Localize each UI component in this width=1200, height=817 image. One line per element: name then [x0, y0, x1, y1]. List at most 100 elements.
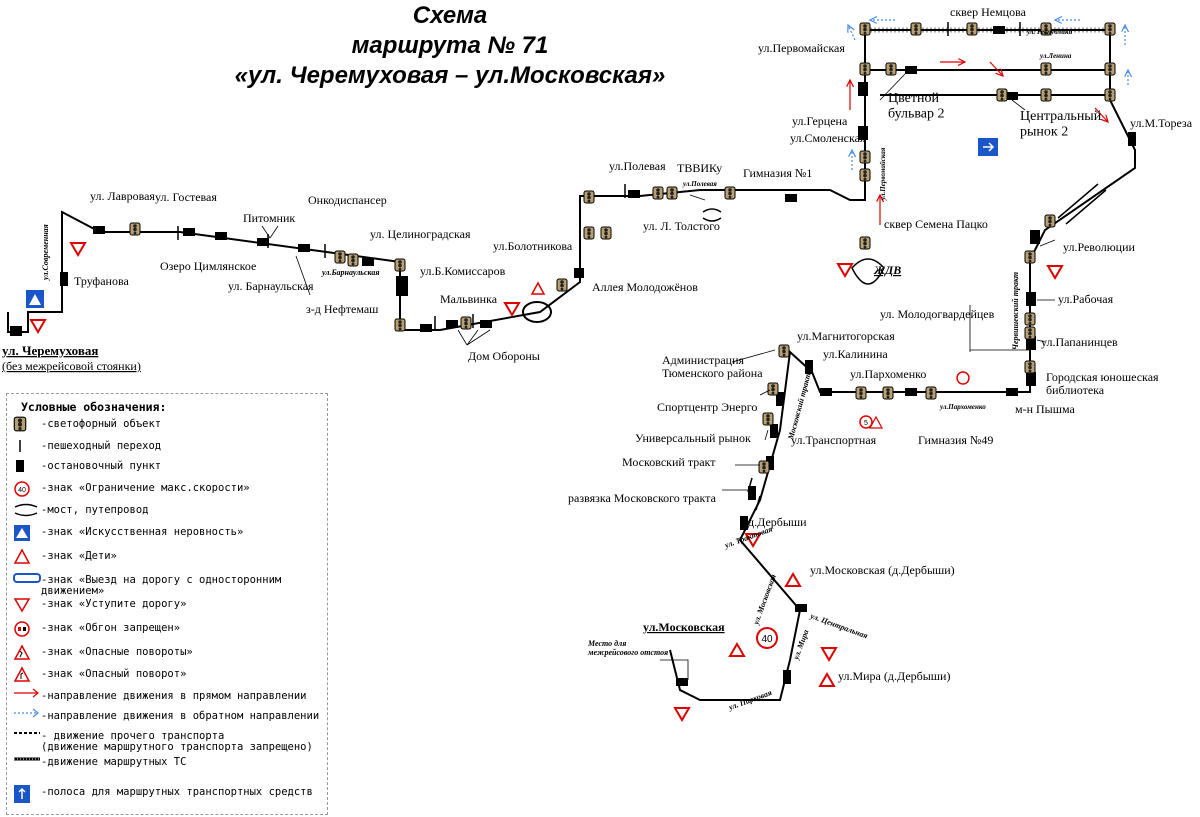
- label-centralnaya: ул. Центральная: [808, 611, 869, 640]
- legend-item: -полоса для маршрутных транспортных сред…: [7, 784, 327, 806]
- one-way-icon: [13, 572, 43, 594]
- label-tolstogo: ул. Л. Толстого: [643, 219, 720, 233]
- legend-item-label: -знак «Искусственная неровность»: [41, 526, 244, 538]
- legend-item-label: -мост, путепровод: [41, 504, 149, 516]
- label-pervomayskaya: ул.Первомайская: [758, 41, 845, 55]
- legend-item-label: -знак «Выезд на дорогу с односторонним д…: [41, 574, 282, 597]
- speed-limit-icon: 40: [13, 480, 43, 502]
- pedestrian-crossings: [177, 22, 1021, 330]
- legend-item: -направление движения в прямом направлен…: [7, 688, 327, 710]
- label-kalinina: ул.Калинина: [823, 347, 888, 361]
- dangerous-turn-icon: [13, 666, 43, 688]
- title-line-2: маршрута № 71: [351, 32, 549, 59]
- label-papanincev: ул.Папанинцев: [1041, 335, 1118, 349]
- zhdv-loop: [851, 258, 885, 285]
- label-malvinka: Мальвинка: [440, 292, 498, 306]
- label-komissarov: ул.Б.Комиссаров: [420, 264, 506, 278]
- label-sovremennaya: ул.Современная: [41, 224, 50, 281]
- speed-limit-value: 40: [761, 634, 773, 645]
- label-no-stop: (без межрейсовой стоянки): [2, 359, 141, 373]
- label-sportcentr: Спортцентр Энерго: [657, 400, 757, 414]
- legend-item-label: -знак «Уступите дорогу»: [41, 598, 187, 610]
- legend-item: -знак «Опасные повороты»: [7, 644, 327, 666]
- legend-item: -знак «Дети»: [7, 548, 327, 570]
- label-lavrovaya: ул. Лавровая: [90, 189, 155, 203]
- legend-item: -знак «Обгон запрещен»: [7, 620, 327, 642]
- label-moskovskaya-derb: ул.Московская (д.Дербыши): [810, 563, 955, 577]
- legend-item-label: - движение прочего транспорта (движение …: [41, 730, 313, 753]
- stops: [10, 26, 1136, 686]
- legend-item: - движение прочего транспорта (движение …: [7, 728, 327, 753]
- children-icon: [13, 548, 43, 570]
- title-line-3: «ул. Черемуховая – ул.Московская»: [234, 62, 666, 89]
- label-revolyucii: ул.Революции: [1063, 240, 1136, 254]
- label-skver-nemcova: сквер Немцова: [950, 5, 1027, 19]
- label-skver-packo: сквер Семена Пацко: [884, 217, 988, 231]
- crossing-icon: [13, 438, 43, 460]
- legend-item-label: -полоса для маршрутных транспортных сред…: [41, 786, 313, 798]
- yield-icon: [13, 596, 43, 618]
- legend-item-label: -остановочный пункт: [41, 460, 162, 472]
- label-gimnaziya1: Гимназия №1: [743, 166, 812, 180]
- label-barnaulskaya-street: ул.Барнаульская: [321, 268, 379, 277]
- legend-item-label: -знак «Опасный поворот»: [41, 668, 187, 680]
- label-celinogradskaya: ул. Целиноградская: [370, 227, 471, 241]
- bridge-symbol: [702, 208, 722, 222]
- legend-item-label: -знак «Обгон запрещен»: [41, 622, 181, 634]
- dashed-line-icon: [13, 728, 43, 750]
- label-derbyshi: д.Дербыши: [748, 515, 807, 529]
- label-toreza: ул.М.Тореза: [1130, 116, 1193, 130]
- dangerous-turn-sign: [868, 415, 884, 429]
- legend-item-label: -пешеходный переход: [41, 440, 162, 452]
- bus-lane-icon: [13, 784, 43, 806]
- speed-limit-value-5: 5: [864, 420, 868, 427]
- legend-item: -пешеходный переход: [7, 438, 327, 460]
- label-univ-rynok: Универсальный рынок: [635, 431, 751, 445]
- label-gimnaziya49: Гимназия №49: [918, 433, 993, 447]
- turn-loop: [522, 301, 552, 323]
- legend-item: -остановочный пункт: [7, 458, 327, 480]
- speed-limit-icon-small-2: [859, 415, 873, 429]
- label-dom-oborony: Дом Обороны: [468, 349, 540, 363]
- label-gercena: ул.Герцена: [792, 114, 848, 128]
- forward-arrow-icon: [13, 688, 43, 710]
- overpass-lines: [1057, 183, 1107, 225]
- legend-item-label: -знак «Дети»: [41, 550, 117, 562]
- label-parhomenko-stop: ул.Пархоменко: [850, 367, 926, 381]
- legend-item-label: -светофорный объект: [41, 418, 162, 430]
- legend-item: -движение маршрутных ТС: [7, 754, 327, 776]
- label-mosk-trakt: Московский тракт: [622, 455, 716, 469]
- label-moskovskaya-street: ул. Московская: [751, 573, 778, 627]
- bump-icon: [13, 524, 43, 546]
- legend-title: Условные обозначения:: [21, 400, 167, 414]
- label-onkodispanser: Онкодиспансер: [308, 193, 387, 207]
- legend-item: -знак «Опасный поворот»: [7, 666, 327, 688]
- label-parhomenko-street: ул.Пархоменко: [939, 403, 986, 411]
- traffic-light-icon: [13, 416, 43, 438]
- special-signs: [26, 138, 998, 429]
- label-trufanova: Труфанова: [74, 274, 129, 288]
- legend: Условные обозначения: -светофорный объек…: [6, 393, 328, 815]
- label-gostevaya: ул. Гостевая: [155, 190, 217, 204]
- label-magnitogorskaya: ул.Магнитогорская: [797, 329, 895, 343]
- label-razvyazka: развязка Московского тракта: [568, 491, 717, 505]
- route-line-icon: [13, 754, 43, 776]
- dangerous-turns-icon: [13, 644, 43, 666]
- legend-item: 40-знак «Ограничение макс.скорости»: [7, 480, 327, 502]
- legend-item: -знак «Искусственная неровность»: [7, 524, 327, 546]
- label-cheremuhovaya: ул. Черемуховая: [2, 343, 98, 358]
- legend-item: -знак «Выезд на дорогу с односторонним д…: [7, 572, 327, 597]
- label-transportnaya: ул.Транспортная: [791, 433, 877, 447]
- label-moskovskaya-end: ул.Московская: [643, 620, 725, 634]
- speed-limit-signs: 40 5: [756, 371, 970, 649]
- label-neftemash: з-д Нефтемаш: [306, 302, 379, 316]
- label-pitomnik: Питомник: [243, 211, 295, 225]
- label-molodogvardeycev: ул. Молодогвардейцев: [880, 307, 995, 321]
- map-labels: ул. Черемуховая (без межрейсовой стоянки…: [2, 5, 1193, 712]
- speed-limit-icon: [756, 627, 778, 649]
